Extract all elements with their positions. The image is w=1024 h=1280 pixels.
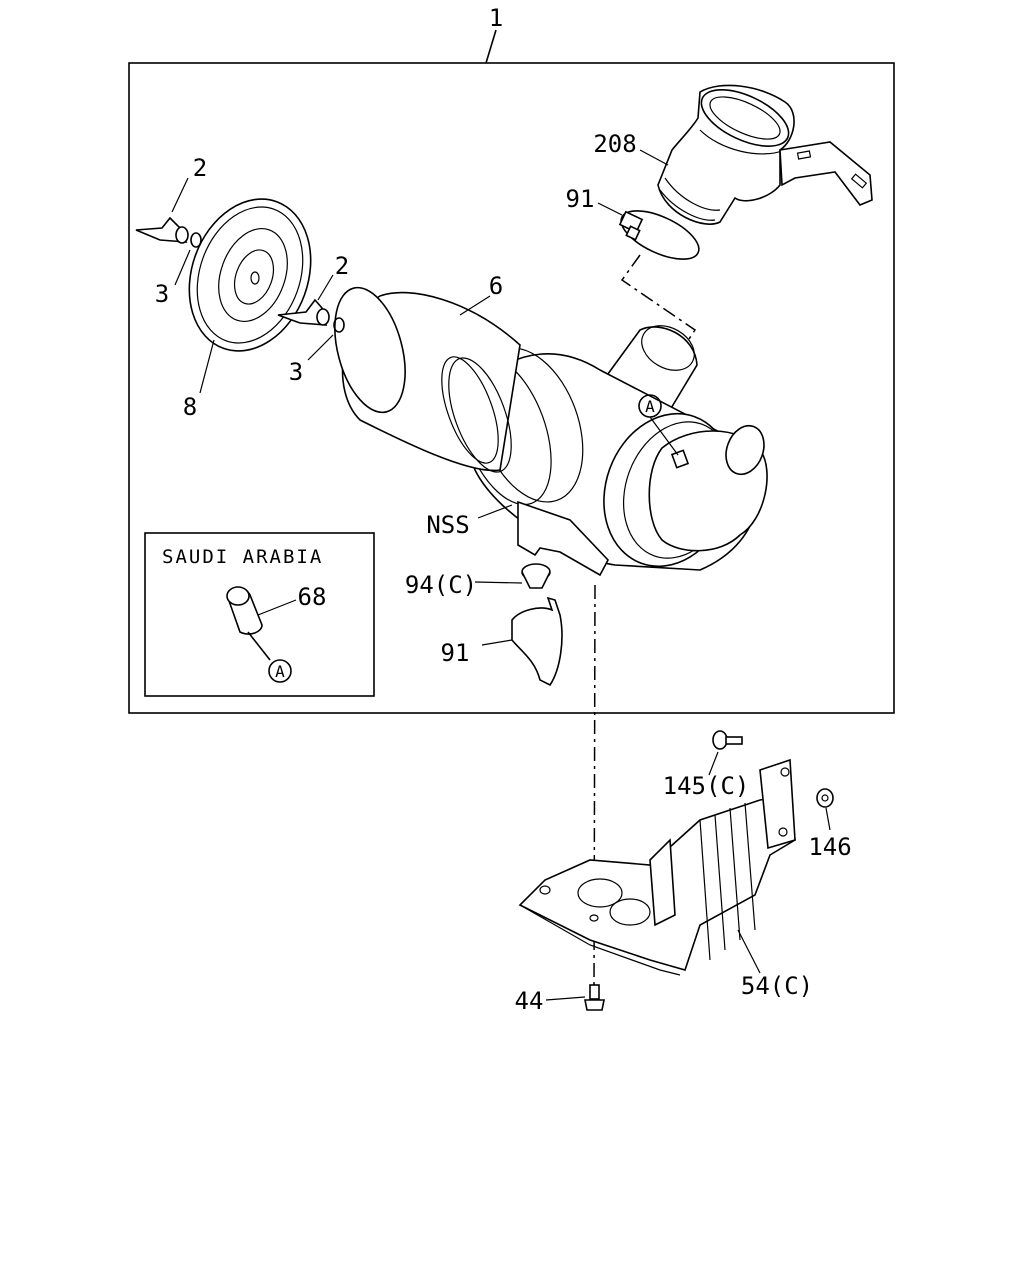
label-indicator: 68 xyxy=(298,583,327,611)
filter-element-6 xyxy=(334,286,521,473)
air-cleaner-housing xyxy=(458,325,768,577)
label-washer-left: 3 xyxy=(155,280,169,308)
label-assembly: 1 xyxy=(489,4,503,32)
label-intake-duct: 208 xyxy=(593,130,636,158)
label-hose-clamp-top: 91 xyxy=(566,185,595,213)
label-nut: 146 xyxy=(808,833,851,861)
inset-title: SAUDI ARABIA xyxy=(162,546,323,568)
intake-duct-208 xyxy=(657,84,873,225)
bolt-145c xyxy=(712,730,743,750)
label-bracket: 54(C) xyxy=(741,972,813,1000)
hose-clamp-91-bottom xyxy=(511,596,563,687)
bracket-54c xyxy=(518,758,796,976)
bolt-44 xyxy=(584,984,605,1011)
wing-bolt-2-mid xyxy=(277,298,345,333)
hose-clamp-91-top xyxy=(618,210,700,260)
label-washer-mid: 3 xyxy=(289,358,303,386)
inset-box xyxy=(144,532,375,697)
assembly-frame xyxy=(128,29,895,714)
wing-bolt-2-top xyxy=(135,216,202,248)
grommet-94c xyxy=(521,563,551,589)
nut-146 xyxy=(816,788,834,808)
label-nss: NSS xyxy=(426,511,469,539)
label-wing-bolt-mid: 2 xyxy=(335,252,349,280)
callout-a-inset: A xyxy=(268,659,292,683)
indicator-68 xyxy=(226,586,271,661)
callout-a-main: A xyxy=(638,394,662,418)
label-hose-clamp-bottom: 91 xyxy=(441,639,470,667)
callout-a-main-letter: A xyxy=(645,397,655,416)
label-bolt-top: 145(C) xyxy=(663,772,750,800)
label-grommet: 94(C) xyxy=(405,571,477,599)
end-cover-8 xyxy=(188,198,312,352)
label-filter-element: 6 xyxy=(489,272,503,300)
leader-lines xyxy=(171,149,831,1001)
label-end-cover: 8 xyxy=(183,393,197,421)
label-wing-bolt-top: 2 xyxy=(193,154,207,182)
label-bolt-bottom: 44 xyxy=(515,987,544,1015)
callout-a-inset-letter: A xyxy=(275,662,285,681)
